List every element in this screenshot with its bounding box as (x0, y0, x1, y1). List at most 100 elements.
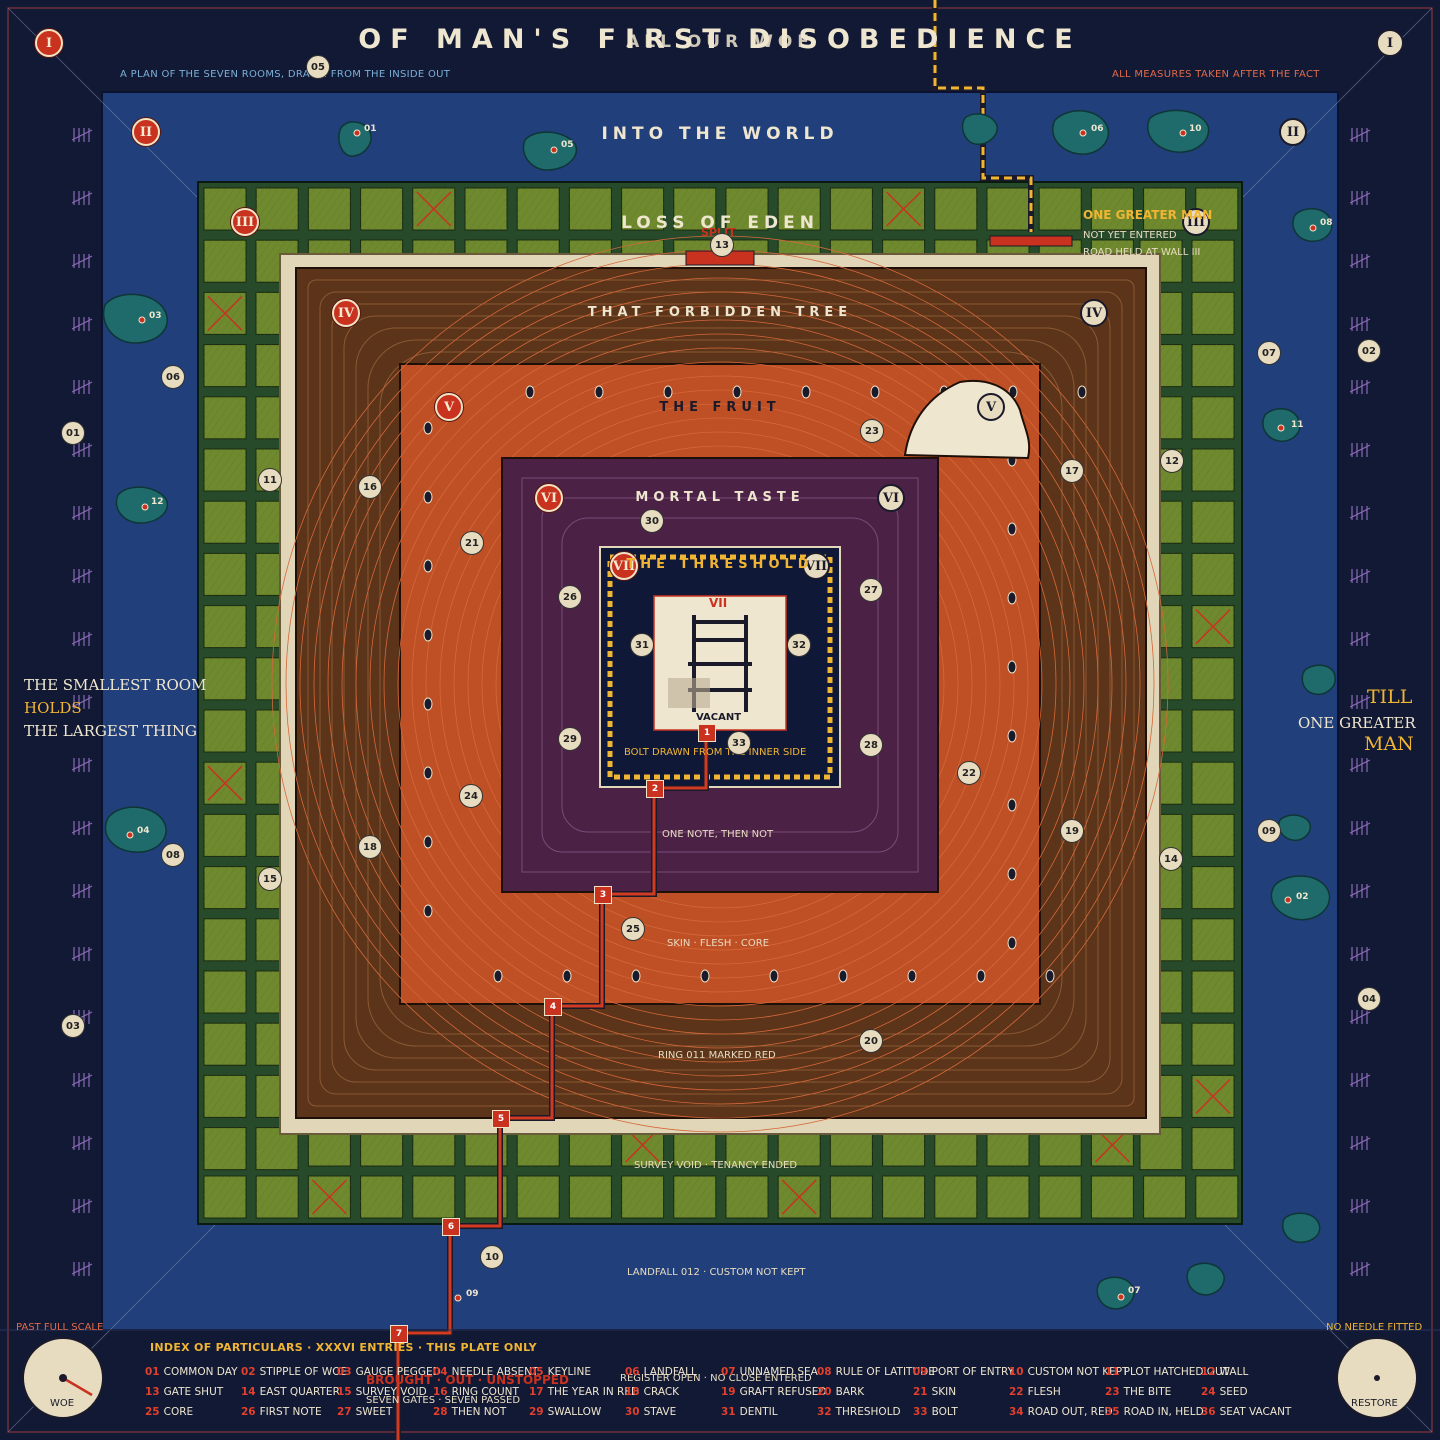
note-marker[interactable]: 08 (161, 843, 185, 867)
index-entry-label: UNNAMED SEA (739, 1366, 818, 1378)
index-entry-label: THE YEAR IN RED (547, 1386, 640, 1398)
note-marker[interactable]: 10 (480, 1245, 504, 1269)
note-marker[interactable]: 16 (358, 475, 382, 499)
road-gate-step[interactable]: 1 (698, 724, 716, 742)
road-gate-step[interactable]: 7 (390, 1325, 408, 1343)
index-entry-label: KEYLINE (547, 1366, 591, 1378)
note-marker[interactable]: 32 (787, 633, 811, 657)
note-marker[interactable]: 11 (258, 468, 282, 492)
room-marker-iii-right[interactable]: III (1182, 208, 1210, 236)
note-marker[interactable]: 15 (258, 867, 282, 891)
index-entry-number: 25 (145, 1406, 160, 1418)
index-entry-label: CUSTOM NOT KEPT (1027, 1366, 1129, 1378)
note-marker[interactable]: 13 (710, 233, 734, 257)
note-marker[interactable]: 09 (1257, 819, 1281, 843)
note-marker[interactable]: 20 (859, 1029, 883, 1053)
room-marker-iii-left[interactable]: III (231, 208, 259, 236)
left-text-2: HOLDS (24, 699, 82, 717)
note-marker[interactable]: 21 (460, 531, 484, 555)
index-entry-label: RULE OF LATITUDE (835, 1366, 935, 1378)
note-marker[interactable]: 04 (1357, 987, 1381, 1011)
index-entry-number: 02 (241, 1366, 256, 1378)
index-entry-number: 20 (817, 1386, 832, 1398)
road-gate-step[interactable]: 5 (492, 1110, 510, 1128)
road-gate-step[interactable]: 6 (442, 1218, 460, 1236)
note-marker[interactable]: 29 (558, 727, 582, 751)
note-marker[interactable]: 28 (859, 733, 883, 757)
note-marker[interactable]: 27 (859, 578, 883, 602)
note-marker[interactable]: 05 (306, 55, 330, 79)
note-marker[interactable]: 30 (640, 509, 664, 533)
index-entry-number: 30 (625, 1406, 640, 1418)
note-marker[interactable]: 12 (1160, 449, 1184, 473)
note-marker[interactable]: 33 (727, 731, 751, 755)
room-marker-i-right[interactable]: I (1376, 29, 1404, 57)
subtitle-right: ALL MEASURES TAKEN AFTER THE FACT (1112, 69, 1320, 80)
note-marker[interactable]: 23 (860, 419, 884, 443)
index-entry-number: 17 (529, 1386, 544, 1398)
index-entry-label: ROAD OUT, RED (1027, 1406, 1113, 1418)
island-label: 03 (149, 311, 162, 321)
road-gate-step[interactable]: 2 (646, 780, 664, 798)
note-marker[interactable]: 14 (1159, 847, 1183, 871)
index-entry-number: 22 (1009, 1386, 1024, 1398)
right-text-2: ONE GREATER (1298, 714, 1416, 732)
index-entry-number: 18 (625, 1386, 640, 1398)
note-marker[interactable]: 02 (1357, 339, 1381, 363)
index-entry-number: 11 (1105, 1366, 1120, 1378)
index-entry-number: 13 (145, 1386, 160, 1398)
room-marker-vi-right[interactable]: VI (877, 484, 905, 512)
note-marker[interactable]: 19 (1060, 819, 1084, 843)
room-marker-vi-left[interactable]: VI (535, 484, 563, 512)
gauge-right-caption: NO NEEDLE FITTED (1326, 1322, 1423, 1333)
note-marker[interactable]: 22 (957, 761, 981, 785)
index-entry-label: SWEET (355, 1406, 393, 1418)
greater-man-title: ONE GREATER MAN (1083, 208, 1213, 222)
room-marker-i-left[interactable]: I (35, 29, 63, 57)
room-marker-ii-left[interactable]: II (132, 118, 160, 146)
island-label: 09 (466, 1289, 479, 1299)
index-entry-number: 26 (241, 1406, 256, 1418)
room-marker-vii-right[interactable]: VII (802, 552, 830, 580)
page-title: OF MAN'S FIRST DISOBEDIENCE (358, 24, 1082, 55)
note-marker[interactable]: 18 (358, 835, 382, 859)
note-marker[interactable]: 01 (61, 421, 85, 445)
room-marker-vii-left[interactable]: VII (610, 552, 638, 580)
index-entry-number: 01 (145, 1366, 160, 1378)
room-marker-v-left[interactable]: V (435, 393, 463, 421)
index-entry-label: CORE (163, 1406, 194, 1418)
note-marker[interactable]: 31 (630, 633, 654, 657)
note-marker[interactable]: 17 (1060, 459, 1084, 483)
left-text-3: THE LARGEST THING (24, 722, 197, 740)
note-marker[interactable]: 25 (621, 917, 645, 941)
index-entry-number: 03 (337, 1366, 352, 1378)
index-entry-label: COMMON DAY (163, 1366, 238, 1378)
room-marker-iv-left[interactable]: IV (332, 299, 360, 327)
note-marker[interactable]: 26 (558, 585, 582, 609)
note-marker[interactable]: 03 (61, 1014, 85, 1038)
index-heading: INDEX OF PARTICULARS · XXXVI ENTRIES · T… (150, 1341, 537, 1354)
index-entry-number: 28 (433, 1406, 448, 1418)
room-marker-v-right[interactable]: V (977, 393, 1005, 421)
note-marker[interactable]: 07 (1257, 341, 1281, 365)
road-gate-step[interactable]: 3 (594, 886, 612, 904)
note-marker[interactable]: 24 (459, 784, 483, 808)
caption-one-note: ONE NOTE, THEN NOT (662, 829, 774, 840)
road-gate-step[interactable]: 4 (544, 998, 562, 1016)
room-marker-ii-right[interactable]: II (1279, 118, 1307, 146)
index-entry-label: PLOT HATCHED OUT (1123, 1366, 1230, 1378)
room-marker-iv-right[interactable]: IV (1080, 299, 1108, 327)
note-marker[interactable]: 06 (161, 365, 185, 389)
index-entry-label: PORT OF ENTRY (931, 1366, 1015, 1378)
